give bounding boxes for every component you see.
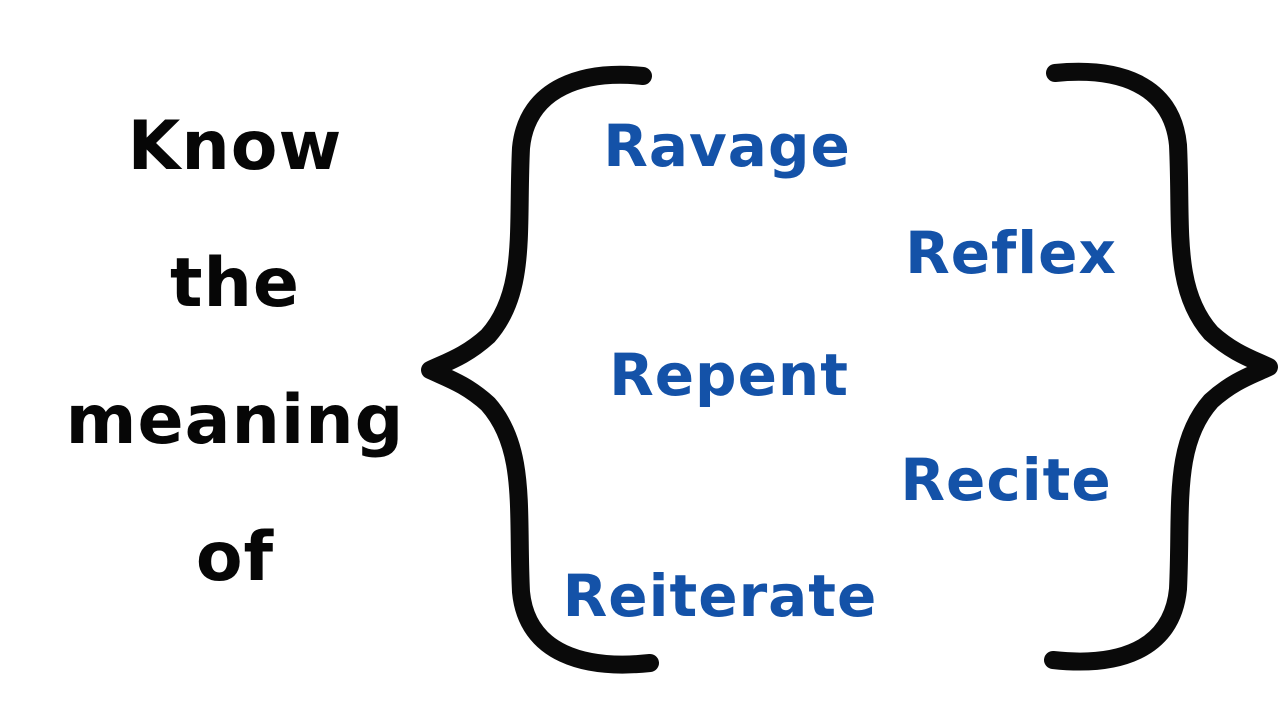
title-line-4: of: [195, 518, 275, 597]
vocab-word-repent: Repent: [609, 341, 849, 409]
vocab-word-reiterate: Reiterate: [562, 562, 878, 630]
page-title: Know the meaning of: [45, 78, 425, 626]
title-line-2: the: [169, 244, 301, 323]
vocab-word-recite: Recite: [900, 446, 1112, 514]
vocab-word-ravage: Ravage: [603, 112, 851, 180]
title-line-1: Know: [127, 107, 343, 186]
vocab-word-reflex: Reflex: [905, 219, 1117, 287]
right-curly-brace-icon: [1044, 62, 1278, 671]
left-curly-brace-icon: [421, 65, 659, 674]
title-line-3: meaning: [65, 381, 405, 460]
